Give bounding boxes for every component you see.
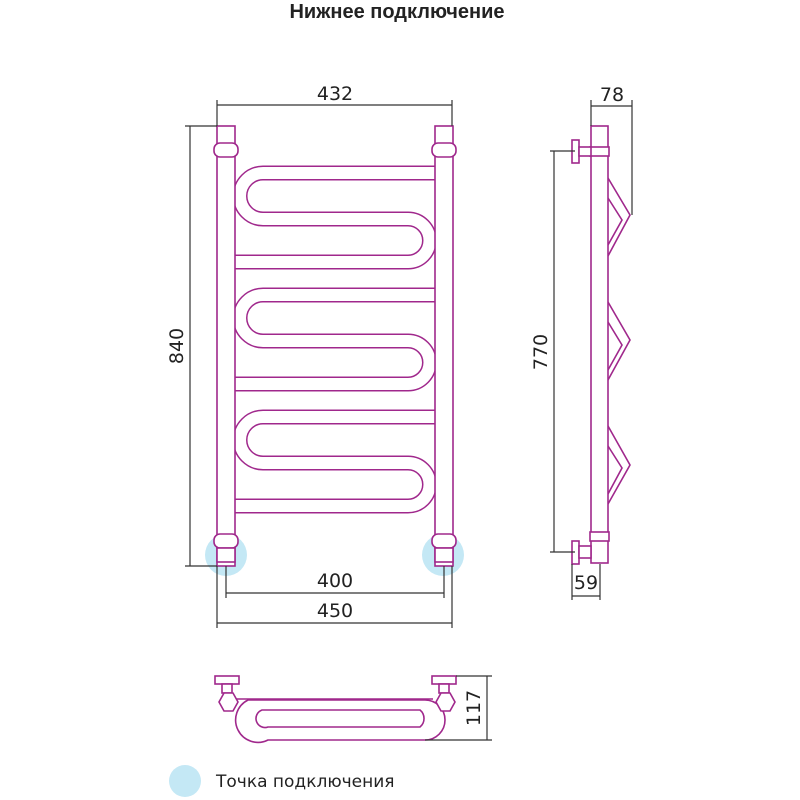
- dim-840: 840: [166, 328, 188, 364]
- dim-770: 770: [530, 334, 552, 370]
- dim-400: 400: [317, 570, 353, 592]
- front-dimensions: 432 840 400 450: [166, 83, 453, 628]
- nut-top-left: [213, 142, 239, 158]
- page-title: Нижнее подключение: [289, 1, 504, 23]
- serpentine-tubes: [228, 165, 445, 514]
- bottom-dimensions: 117: [425, 675, 492, 741]
- side-view: [571, 125, 631, 565]
- nut-bottom-left: [213, 533, 239, 549]
- nut-bottom-right: [431, 533, 457, 549]
- bottom-view: [214, 675, 457, 744]
- front-view: [213, 125, 457, 567]
- legend: Точка подключения: [169, 765, 395, 797]
- dim-432: 432: [317, 83, 353, 105]
- right-riser: [434, 125, 454, 567]
- dim-450: 450: [317, 600, 353, 622]
- side-dimensions: 78 770 59: [530, 84, 633, 600]
- dim-78: 78: [600, 84, 624, 106]
- valve-left: [216, 547, 236, 563]
- valve-right: [434, 547, 454, 563]
- legend-label: Точка подключения: [215, 772, 395, 792]
- left-riser: [216, 125, 236, 567]
- nut-top-right: [431, 142, 457, 158]
- dim-117: 117: [463, 690, 485, 726]
- connection-point-legend-icon: [169, 765, 201, 797]
- dim-59: 59: [574, 572, 598, 594]
